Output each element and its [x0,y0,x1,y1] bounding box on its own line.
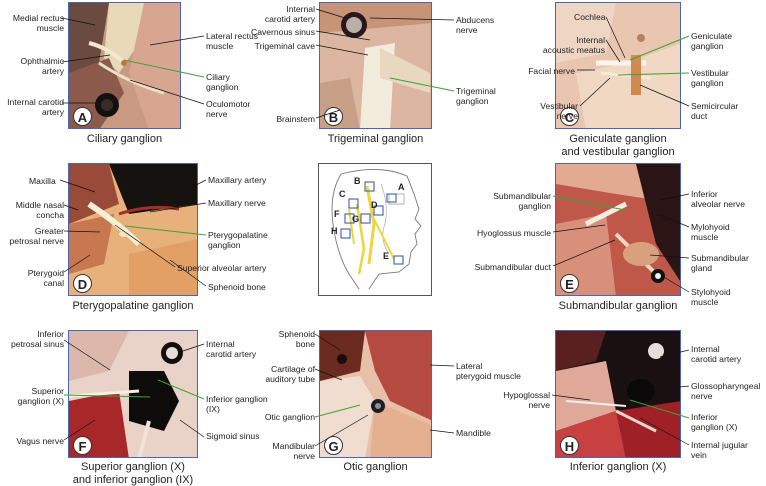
label-hypoglossal-nerve: Hypoglossal nerve [503,390,550,410]
label-oculomotor-nerve: Oculomotor nerve [206,99,251,119]
center-head-map: A B C D E F G H [318,163,432,296]
label-stylohyoid-muscle: Stylohyoid muscle [691,287,731,307]
panel-d-image: D [68,163,198,296]
label-internal-carotid-f: Internal carotid artery [206,339,257,359]
panel-d-caption: Pterygopalatine ganglion [72,300,194,312]
panel-g-caption: Otic ganglion [343,461,408,473]
panel-e-caption: Submandibular ganglion [558,300,678,312]
map-letter-h: H [331,226,338,236]
label-cavernous-sinus: Cavernous sinus [250,27,315,37]
label-otic-ganglion: Otic ganglion [264,412,315,422]
label-internal-carotid-b: Internal carotid artery [264,4,315,24]
label-superior-ganglion-x: Superior ganglion (X) [17,386,64,406]
label-ciliary-ganglion: Ciliary ganglion [206,72,239,92]
map-letter-g: G [352,214,360,224]
label-sphenoid-bone-g: Sphenoid bone [278,329,315,349]
label-middle-nasal-concha: Middle nasal concha [15,200,64,220]
label-mandibular-nerve: Mandibular nerve [272,441,315,461]
label-inferior-ganglion-x: Inferior ganglion (X) [691,412,738,432]
panel-g-badge: G [324,436,343,455]
map-letter-f: F [334,209,340,219]
map-letter-c: C [339,189,346,199]
label-lateral-pterygoid-muscle: Lateral pterygoid muscle [456,361,521,381]
panel-f-image: F [68,330,198,458]
label-mylohyoid-muscle: Mylohyoid muscle [691,222,730,242]
label-superior-alveolar-artery: Superior alveolar artery [177,263,267,273]
map-letter-b: B [354,176,361,186]
panel-b-image: B [319,2,432,129]
label-mandible: Mandible [456,428,491,438]
panel-f-badge: F [73,436,92,455]
panel-e-image: E [555,163,681,296]
label-vagus-nerve: Vagus nerve [16,436,64,446]
label-vestibular-nerve: Vestibular nerve [540,101,578,121]
panel-h-badge: H [560,436,579,455]
label-greater-petrosal-nerve: Greater petrosal nerve [9,226,64,246]
label-maxillary-artery: Maxillary artery [208,175,267,185]
label-sphenoid-bone-d: Sphenoid bone [208,282,266,292]
label-facial-nerve: Facial nerve [528,66,575,76]
label-inferior-alveolar-nerve: Inferior alveolar nerve [691,189,745,209]
map-letter-d: D [371,200,378,210]
panel-d-badge: D [73,274,92,293]
label-pterygoid-canal: Pterygoid canal [27,268,64,288]
panel-b-caption: Trigeminal ganglion [327,133,424,145]
panel-c-caption: Geniculate ganglion and vestibular gangl… [561,133,675,158]
panel-b-badge: B [324,107,343,126]
label-brainstem: Brainstem [276,114,315,124]
label-cochlea: Cochlea [574,12,606,22]
label-abducens-nerve: Abducens nerve [456,15,495,35]
label-trigeminal-cave: Trigeminal cave [254,41,315,51]
label-geniculate-ganglion: Geniculate ganglion [691,31,733,51]
panel-a-badge: A [73,107,92,126]
label-pterygopalatine-ganglion: Pterygopalatine ganglion [208,230,268,250]
panel-h-image: H [555,330,681,458]
panel-h-caption: Inferior ganglion (X) [569,461,667,473]
label-internal-acoustic-meatus: Internal acoustic meatus [542,35,605,55]
label-maxillary-nerve: Maxillary nerve [208,198,266,208]
label-inferior-ganglion-ix: Inferior ganglion (IX) [206,394,268,414]
panel-a-caption: Ciliary ganglion [86,133,163,145]
label-glossopharyngeal-nerve: Glossopharyngeal nerve [691,381,761,401]
label-sigmoid-sinus: Sigmoid sinus [206,431,260,441]
panel-f-caption: Superior ganglion (X) and inferior gangl… [72,461,194,486]
label-submandibular-gland: Submandibular gland [691,253,749,273]
label-ophthalmic-artery: Ophthalmic artery [20,56,64,76]
map-letter-a: A [398,182,405,192]
label-lateral-rectus: Lateral rectus muscle [206,31,259,51]
panel-c-badge: C [560,107,579,126]
label-internal-carotid-h: Internal carotid artery [691,344,742,364]
panel-a-image: A [68,2,181,129]
label-medial-rectus: Medial rectus muscle [12,13,64,33]
label-semicircular-duct: Semicircular duct [691,101,739,121]
label-inferior-petrosal-sinus: Inferior petrosal sinus [10,329,64,349]
label-vestibular-ganglion: Vestibular ganglion [691,68,729,88]
label-hyoglossus-muscle: Hyoglossus muscle [476,228,551,238]
panel-e-badge: E [560,274,579,293]
label-internal-carotid-a: Internal carotid artery [7,97,64,117]
map-letter-e: E [383,251,390,261]
panel-g-image: G [319,330,432,458]
label-submandibular-ganglion: Submandibular ganglion [493,191,551,211]
label-cartilage-auditory-tube: Cartilage of auditory tube [265,364,315,384]
label-trigeminal-ganglion: Trigeminal ganglion [456,86,496,106]
label-submandibular-duct: Submandibular duct [474,262,551,272]
label-maxilla: Maxilla [29,176,56,186]
label-internal-jugular-vein: Internal jugular vein [691,440,748,460]
